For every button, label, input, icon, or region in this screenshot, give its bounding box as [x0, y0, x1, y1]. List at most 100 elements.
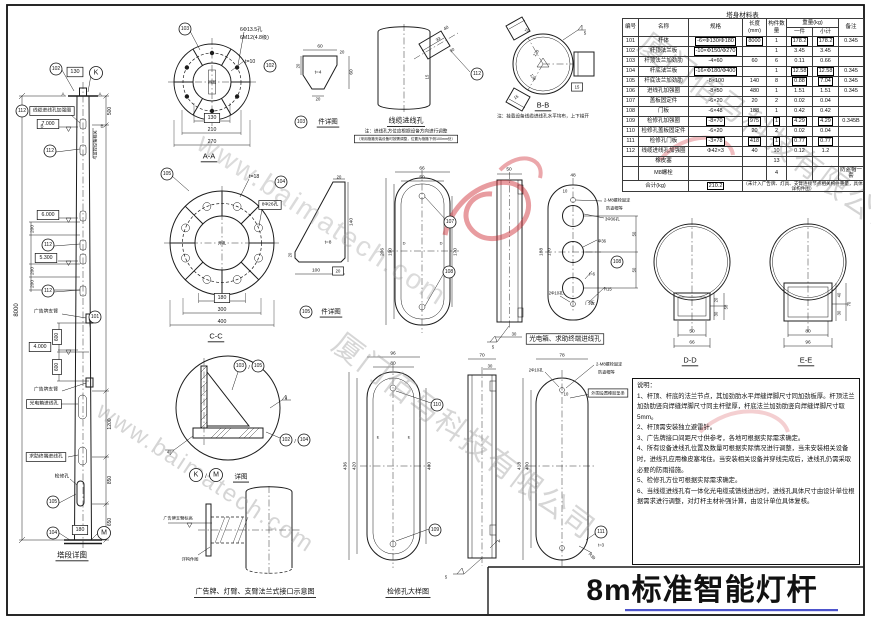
svg-text:102: 102: [282, 437, 291, 443]
svg-text:6M12(4.8级): 6M12(4.8级): [240, 33, 269, 41]
cad-text: 70: [479, 353, 485, 359]
table-cell: 橡皮塞: [638, 156, 689, 167]
cad-text: 注：进线孔方位应根据设备方向进行调整: [365, 128, 448, 135]
svg-text:B: B: [100, 124, 103, 129]
svg-text:206: 206: [380, 248, 386, 256]
svg-text:2Φ10孔: 2Φ10孔: [549, 290, 564, 297]
view-title: 检修孔大样图: [385, 587, 431, 598]
table-cell: 210.2: [688, 179, 743, 193]
table-cell: 1.51: [811, 86, 840, 97]
svg-text:15: 15: [524, 27, 531, 34]
svg-text:418: 418: [517, 462, 523, 470]
cad-text: 4: [498, 539, 501, 544]
table-cell: 109: [622, 116, 639, 127]
table-cell: 合计(kg): [622, 179, 689, 193]
svg-text:5: 5: [584, 31, 587, 36]
box-entry-views: [385, 170, 638, 343]
svg-text:103: 103: [297, 119, 306, 125]
table-cell: （未计入广告牌、灯具、支臂连接节点相关构件重量，具体详构件图）: [741, 179, 865, 193]
cad-text: 10: [563, 189, 568, 194]
cad-text: 50: [632, 231, 637, 236]
table-cell: 40: [742, 146, 767, 157]
table-cell: M8螺栓: [638, 166, 689, 181]
table-cell: 178.2: [811, 36, 840, 47]
cad-text: （采用抱箍安装设备时按需调整，位置为抱箍下侧100mm处）: [354, 134, 458, 144]
cad-text: 300: [218, 307, 227, 313]
table-cell: [838, 46, 865, 57]
title-block: [487, 566, 864, 614]
access-hole-views: [348, 356, 597, 575]
cad-text: 4.000: [28, 342, 52, 352]
table-cell: 101: [622, 36, 639, 47]
table-header-cell: 名称: [638, 18, 689, 37]
svg-text:111: 111: [597, 529, 605, 535]
table-cell: 103: [622, 56, 639, 67]
cad-text: /: [294, 439, 296, 445]
cad-text: 广告牌支臂: [34, 308, 58, 315]
svg-text:件详图: 件详图: [318, 117, 338, 126]
cad-text: B: [40, 124, 43, 129]
detail-k-m: [165, 355, 291, 461]
note-item: 6、当线缆进线孔有一体化光电缆或馈线进出时，进线孔具体尺寸由设计单位根据需求进行…: [637, 487, 855, 506]
svg-text:105: 105: [49, 499, 58, 505]
cad-text: 15: [425, 74, 430, 79]
table-cell: -3×78: [688, 136, 743, 147]
cad-text: 20: [288, 252, 293, 257]
cad-text: 180: [213, 293, 231, 303]
svg-text:500: 500: [107, 107, 113, 116]
notes-box: 说明： 1、杆顶、杆底的法兰节点，其加劲肋水平焊缝焊脚尺寸同加劲板厚。杆顶法兰加…: [632, 378, 860, 565]
cad-text: 开孔: [218, 240, 227, 247]
svg-text:广告牌支臂: 广告牌支臂: [34, 386, 58, 393]
svg-text:400: 400: [427, 462, 433, 470]
table-cell: 0.345: [838, 76, 865, 87]
cad-text: 20: [296, 63, 301, 68]
table-header-cell: 一件: [786, 27, 813, 37]
table-cell: 1: [766, 66, 787, 77]
table-cell: [742, 166, 767, 181]
table-cell: 188: [742, 106, 767, 117]
materials-table-title: 塔身材料表: [726, 12, 759, 19]
cad-text: 48: [570, 173, 576, 179]
cad-text: t=6: [589, 272, 596, 277]
cad-text: t=8: [325, 240, 332, 246]
cad-text: 140: [349, 218, 355, 226]
cad-text: 4: [167, 450, 170, 455]
table-cell: -8×50: [688, 86, 743, 97]
cad-text: 15: [571, 82, 583, 92]
svg-text:t=4: t=4: [315, 70, 322, 76]
cad-text: 170: [547, 248, 553, 256]
cad-text: 光电箱进线孔: [26, 399, 62, 409]
table-cell: 杆底法兰板: [638, 66, 689, 77]
table-cell: 107: [622, 96, 639, 107]
cad-text: 防盗帽等: [598, 369, 615, 376]
table-cell: [688, 166, 743, 181]
table-cell: 线缆进线孔加强圈: [638, 146, 689, 157]
svg-text:R15: R15: [604, 287, 612, 292]
svg-text:防盗帽等: 防盗帽等: [598, 369, 615, 376]
cad-text: 30: [714, 311, 719, 316]
svg-text:200: 200: [30, 267, 36, 275]
note-item: 4、所有设备进线孔位置及数量可根据实际情况进行调整，当未安装相关设备时，进线孔应…: [637, 445, 852, 474]
svg-text:E: E: [377, 435, 380, 440]
cad-text: 吊耳: [208, 80, 216, 86]
svg-text:50: 50: [689, 329, 695, 335]
table-cell: -6×48: [688, 106, 743, 117]
cad-text: 200: [30, 280, 36, 288]
svg-text:8Φ26孔: 8Φ26孔: [262, 201, 279, 208]
ref-balloon: 111: [594, 525, 608, 539]
table-cell: 8000: [742, 36, 767, 47]
cad-text: 8000: [14, 303, 20, 317]
table-cell: 1.2: [811, 146, 840, 157]
ref-balloon: 104: [274, 175, 288, 189]
cad-text: 求助终端进线孔: [25, 452, 67, 462]
detail-103-rib: [300, 49, 350, 97]
table-header-cell: 编号: [622, 18, 639, 37]
svg-text:101: 101: [91, 314, 100, 320]
svg-text:20: 20: [337, 175, 342, 180]
cad-text: 50: [419, 175, 425, 181]
svg-text:广告牌支臂标高: 广告牌支臂标高: [163, 515, 192, 522]
